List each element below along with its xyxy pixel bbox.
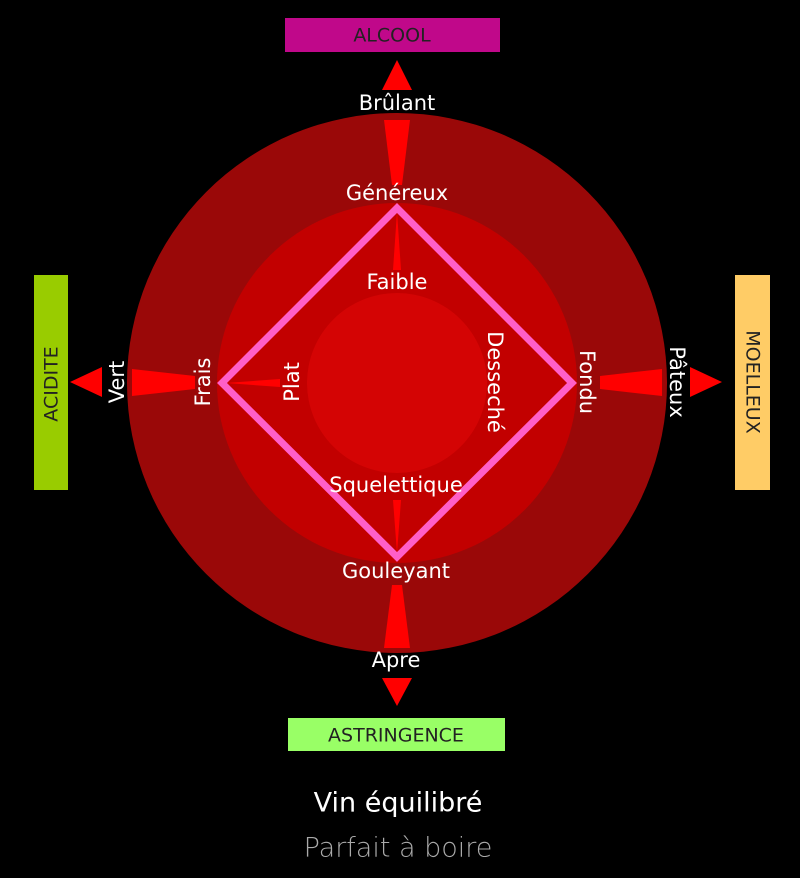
arrow-shaft-bottom: [384, 585, 410, 648]
term-desseche: Desseché: [483, 331, 507, 433]
term-gouleyant: Gouleyant: [342, 559, 450, 583]
axis-box-alcool: [285, 18, 500, 52]
term-squelettique: Squelettique: [329, 473, 463, 497]
arrow-shaft-right: [600, 369, 662, 396]
term-genereux: Généreux: [346, 181, 448, 205]
arrows: [70, 60, 722, 706]
axis-box-moelleux: [735, 275, 770, 490]
axis-label-astringence: ASTRINGENCE: [328, 725, 464, 747]
axis-box-astringence: [288, 718, 505, 751]
inner-ring: [307, 293, 487, 473]
term-frais: Frais: [191, 358, 215, 407]
term-pateux: Pâteux: [665, 346, 689, 417]
spike-top: [393, 212, 401, 270]
arrowhead-bottom-icon: [382, 678, 412, 706]
spike-bottom: [393, 500, 401, 553]
axis-box-acidite: [34, 275, 68, 490]
arrow-shaft-top: [384, 120, 410, 185]
axis-label-alcool: ALCOOL: [353, 25, 431, 47]
arrowhead-left-icon: [70, 367, 102, 397]
term-fondu: Fondu: [575, 350, 599, 414]
spike-left: [226, 379, 280, 387]
term-apre: Apre: [372, 648, 421, 672]
arrow-shaft-left: [132, 369, 195, 396]
term-vert: Vert: [105, 361, 129, 404]
balance-diamond: [217, 203, 577, 562]
term-plat: Plat: [280, 362, 304, 402]
caption-title: Vin équilibré: [314, 788, 483, 819]
caption-subtitle: Parfait à boire: [304, 833, 493, 864]
axis-label-acidite: ACIDITE: [41, 346, 63, 421]
term-brulant: Brûlant: [359, 91, 436, 115]
arrowhead-right-icon: [690, 367, 722, 397]
arrowhead-top-icon: [382, 60, 412, 90]
axis-label-moelleux: MOELLEUX: [742, 330, 764, 433]
term-faible: Faible: [367, 270, 428, 294]
